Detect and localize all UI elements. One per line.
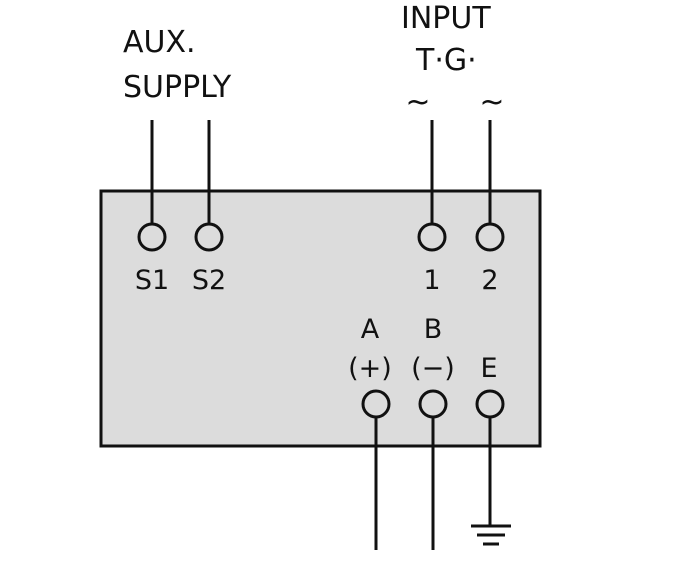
terminal-b	[418, 389, 448, 419]
aux-supply-label-line1: AUX.	[123, 25, 196, 60]
terminal-a	[361, 389, 391, 419]
input-label-line1: INPUT	[401, 1, 491, 36]
terminal-s2	[194, 222, 224, 252]
aux-supply-label-line2: SUPPLY	[123, 70, 232, 105]
terminal-input-2-label: 2	[481, 265, 498, 296]
terminal-s1	[137, 222, 167, 252]
terminal-a-label: A	[361, 314, 380, 345]
terminal-input-1-label: 1	[423, 265, 440, 296]
ac-symbol-2: ~	[479, 85, 504, 120]
terminal-e	[475, 389, 505, 419]
terminal-a-polarity: (+)	[348, 353, 392, 384]
terminal-s1-label: S1	[135, 265, 169, 296]
input-label-line2: T·G·	[415, 43, 477, 78]
terminal-s2-label: S2	[192, 265, 226, 296]
ac-symbol-1: ~	[405, 85, 430, 120]
ground-icon	[471, 524, 511, 546]
terminal-b-polarity: (−)	[411, 353, 455, 384]
terminal-input-1	[417, 222, 447, 252]
terminal-e-label: E	[480, 353, 497, 384]
terminal-b-label: B	[424, 314, 443, 345]
terminal-input-2	[475, 222, 505, 252]
device-box	[99, 189, 542, 448]
